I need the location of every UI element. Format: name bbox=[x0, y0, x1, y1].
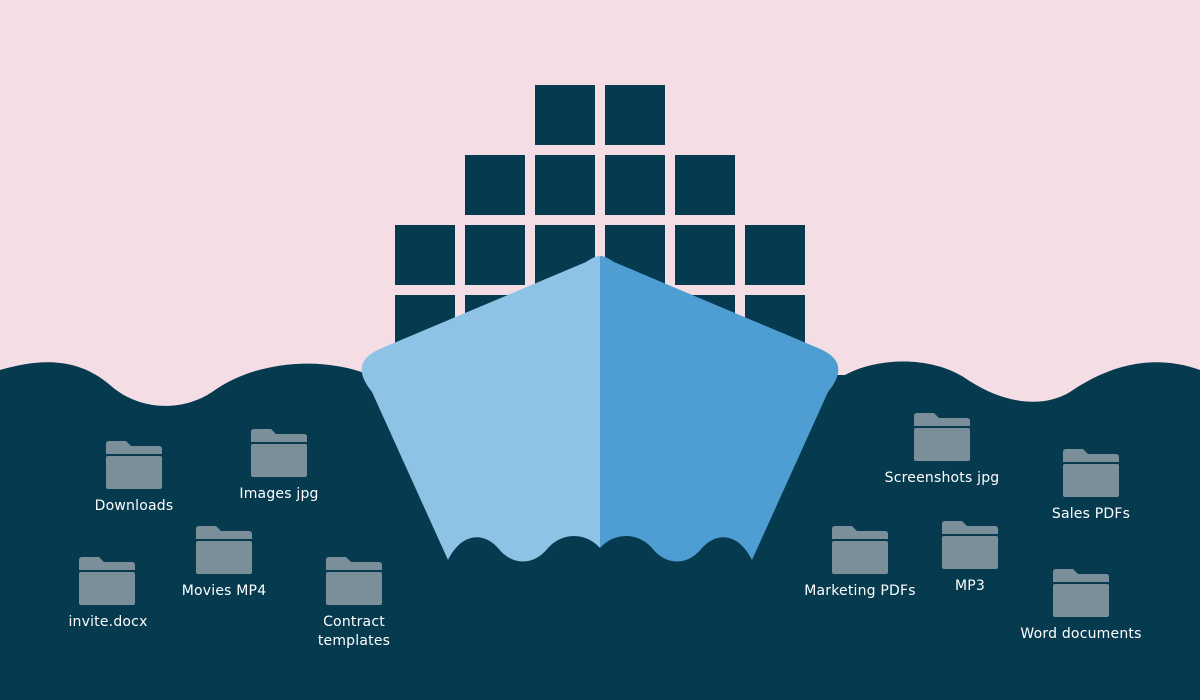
folder-icon bbox=[914, 413, 970, 461]
container-block-r1-c2 bbox=[605, 155, 665, 215]
folder-label-marketing: Marketing PDFs bbox=[804, 583, 916, 599]
container-block-r2-c4 bbox=[675, 225, 735, 285]
folder-label-sales: Sales PDFs bbox=[1051, 506, 1131, 522]
folder-label-movies: Movies MP4 bbox=[181, 583, 267, 599]
folder-icon bbox=[196, 526, 252, 574]
folder-icon bbox=[326, 557, 382, 605]
container-block-r0-c0 bbox=[535, 85, 595, 145]
container-block-r1-c1 bbox=[535, 155, 595, 215]
folder-label-images: Images jpg bbox=[239, 486, 319, 502]
folder-icon bbox=[1053, 569, 1109, 617]
folder-icon bbox=[942, 521, 998, 569]
folder-label-downloads: Downloads bbox=[94, 498, 174, 514]
ship-hull bbox=[361, 256, 839, 562]
container-block-r1-c0 bbox=[465, 155, 525, 215]
folder-label-contract: Contract templates bbox=[317, 614, 391, 649]
container-block-r2-c0 bbox=[395, 225, 455, 285]
folder-label-screenshots: Screenshots jpg bbox=[884, 470, 1000, 486]
container-block-r2-c1 bbox=[465, 225, 525, 285]
folder-label-word: Word documents bbox=[1020, 626, 1142, 642]
hull-right-half bbox=[600, 256, 839, 562]
folder-label-mp3: MP3 bbox=[954, 578, 986, 594]
folder-icon bbox=[1063, 449, 1119, 497]
folder-icon bbox=[106, 441, 162, 489]
folder-icon bbox=[832, 526, 888, 574]
folder-icon bbox=[79, 557, 135, 605]
hull-left-half bbox=[361, 256, 600, 562]
container-block-r0-c1 bbox=[605, 85, 665, 145]
folder-icon bbox=[251, 429, 307, 477]
container-block-r1-c3 bbox=[675, 155, 735, 215]
container-block-r2-c5 bbox=[745, 225, 805, 285]
folder-label-invite: invite.docx bbox=[68, 614, 148, 630]
